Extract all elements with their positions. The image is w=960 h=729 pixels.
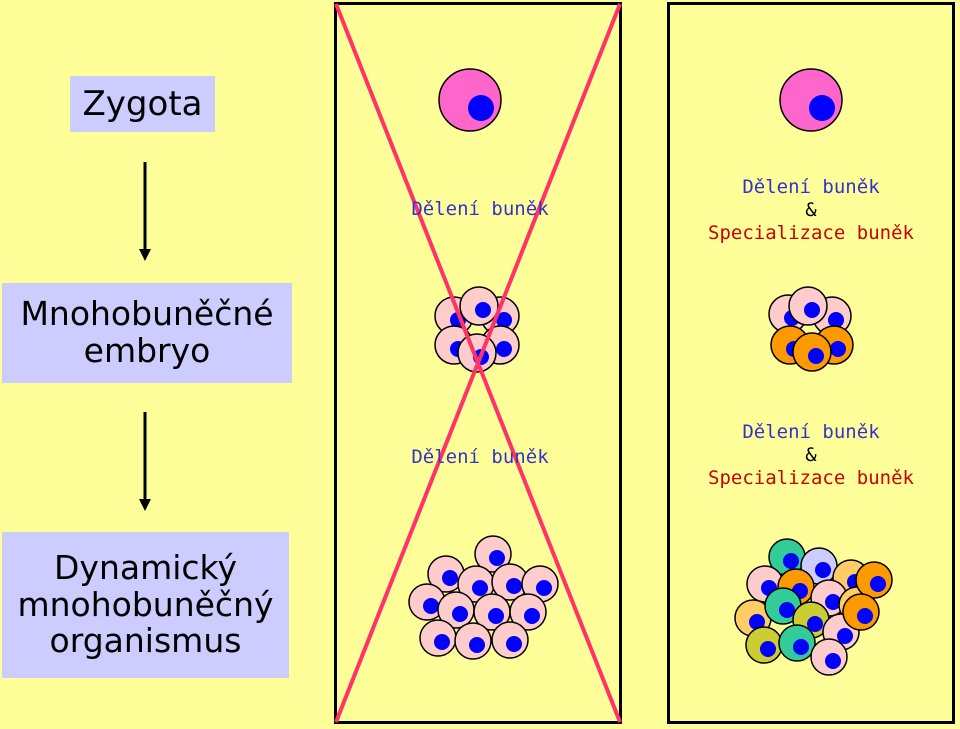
stage-embryo-line2: embryo <box>83 331 211 370</box>
right-bottom-label-line2: Specializace buněk <box>708 467 914 490</box>
organism-cell-right <box>764 587 802 625</box>
right-top-label-amp: & <box>805 199 817 222</box>
organism-cell-right <box>745 626 783 664</box>
stage-zygote-text: Zygota <box>82 83 203 124</box>
left-top-label-text: Dělení buněk <box>411 198 549 220</box>
nucleus <box>807 616 823 632</box>
nucleus <box>809 95 835 121</box>
nucleus <box>779 602 795 618</box>
embryo-cell-left <box>459 286 499 326</box>
panel-division-only <box>334 2 622 724</box>
nucleus <box>488 608 504 624</box>
nucleus <box>760 641 776 657</box>
nucleus <box>452 606 468 622</box>
nucleus <box>815 562 831 578</box>
organism-cell-right <box>778 624 816 662</box>
right-top-label-line2: Specializace buněk <box>708 222 914 245</box>
left-bottom-label-text: Dělení buněk <box>411 446 549 468</box>
nucleus <box>536 580 552 596</box>
stage-organism-box: Dynamický mnohobuněčný organismus <box>2 532 289 678</box>
zygote-cell-right <box>779 68 843 132</box>
nucleus <box>825 594 841 610</box>
nucleus <box>423 598 439 614</box>
organism-cell-left <box>473 593 511 631</box>
organism-cell-left <box>474 535 512 573</box>
cross-line <box>334 3 622 723</box>
right-bottom-label-line1: Dělení buněk <box>742 421 880 443</box>
nucleus <box>434 634 450 650</box>
stage-embryo-box: Mnohobuněčné embryo <box>2 283 292 383</box>
embryo-cell-right <box>788 286 828 326</box>
nucleus <box>442 570 458 586</box>
nucleus <box>808 348 824 364</box>
stage-embryo-line1: Mnohobuněčné <box>20 294 274 334</box>
right-bottom-label-amp: & <box>805 444 817 467</box>
zygote-cell-left <box>438 68 502 132</box>
nucleus <box>870 576 886 592</box>
nucleus <box>506 636 522 652</box>
nucleus <box>830 341 846 357</box>
embryo-cell-right <box>792 332 832 372</box>
stage-organism-line2: mnohobuněčný <box>17 584 274 624</box>
nucleus <box>857 608 873 624</box>
right-bottom-label: Dělení buněk & Specializace buněk <box>672 421 950 491</box>
right-top-label: Dělení buněk & Specializace buněk <box>672 176 950 246</box>
nucleus <box>804 302 820 318</box>
nucleus <box>828 312 844 328</box>
nucleus <box>825 653 841 669</box>
panel-division-specialization <box>667 2 955 724</box>
organism-cell-left <box>437 591 475 629</box>
organism-cell-right <box>768 538 806 576</box>
nucleus <box>506 578 522 594</box>
left-top-label: Dělení buněk <box>400 198 560 221</box>
organism-cell-left <box>457 565 495 603</box>
organism-cell-right <box>810 638 848 676</box>
stage-zygote-box: Zygota <box>70 76 215 132</box>
nucleus <box>793 639 809 655</box>
organism-cell-left <box>491 563 529 601</box>
organism-cell-right <box>842 593 880 631</box>
organism-cell-right <box>855 561 893 599</box>
nucleus <box>524 608 540 624</box>
nucleus <box>496 341 512 357</box>
stage-organism-line3: organismus <box>49 621 242 661</box>
nucleus <box>749 614 765 630</box>
nucleus <box>837 628 853 644</box>
right-top-label-line1: Dělení buněk <box>742 176 880 198</box>
organism-cell-left <box>509 593 547 631</box>
nucleus <box>489 550 505 566</box>
organism-cell-left <box>419 619 457 657</box>
nucleus <box>475 302 491 318</box>
nucleus <box>469 637 485 653</box>
left-bottom-label: Dělení buněk <box>400 446 560 469</box>
stage-organism-line1: Dynamický <box>54 547 237 587</box>
organism-cell-left <box>454 622 492 660</box>
organism-cell-left <box>491 621 529 659</box>
nucleus <box>472 580 488 596</box>
nucleus <box>468 95 494 121</box>
organism-cell-left <box>427 555 465 593</box>
nucleus <box>783 553 799 569</box>
nucleus <box>496 312 512 328</box>
